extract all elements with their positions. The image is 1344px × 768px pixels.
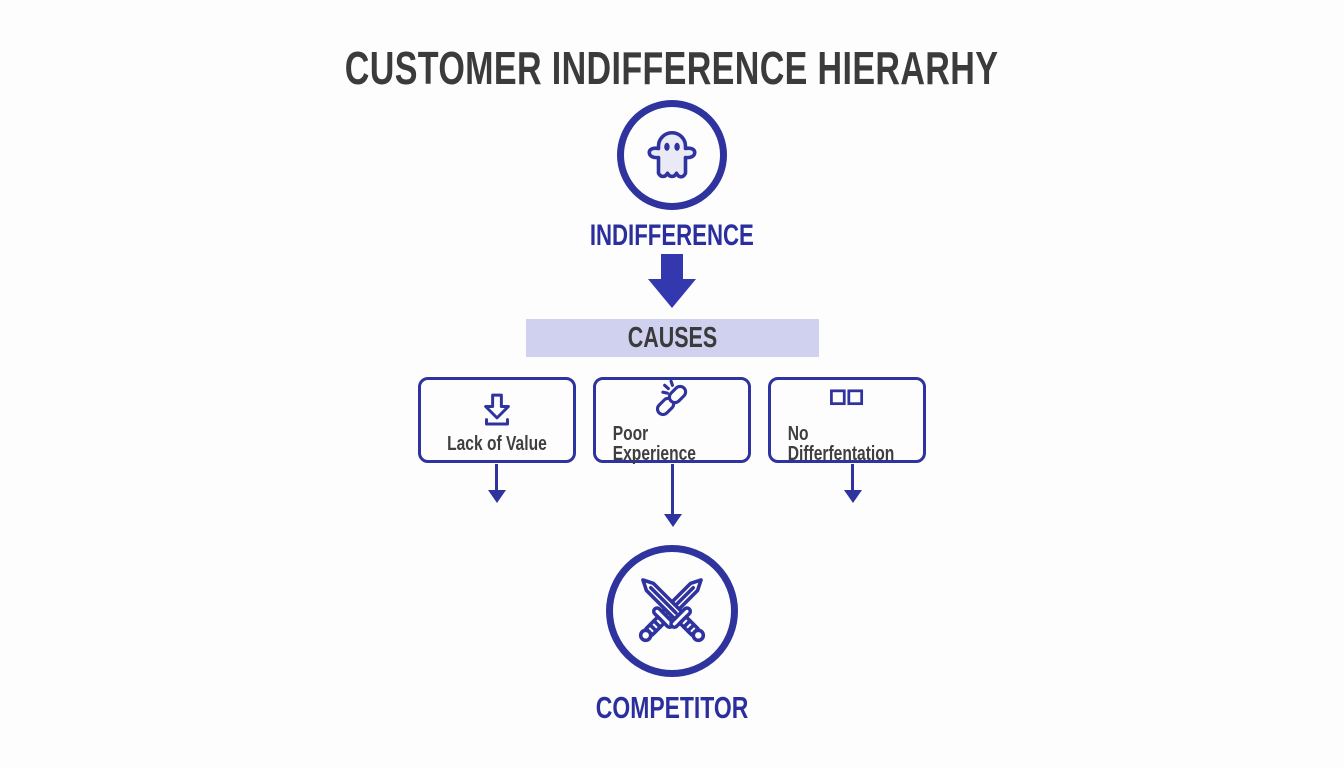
down-arrow-icon (646, 254, 698, 314)
page-title: CUSTOMER INDIFFERENCE HIERARHY (0, 45, 1344, 91)
ghost-icon (636, 117, 708, 194)
causes-banner-label: CAUSES (627, 321, 718, 354)
causes-row: Lack of Value Poor Experience No Differf… (0, 377, 1344, 465)
competitor-label: COMPETITOR (595, 690, 749, 725)
indifference-node (617, 100, 727, 210)
connector-arrow-middle (671, 464, 674, 514)
competitor-label-wrap: COMPETITOR (0, 692, 1344, 723)
cause-box-lack-of-value: Lack of Value (418, 377, 576, 463)
crossed-swords-icon (622, 559, 722, 664)
indifference-label: INDIFFERENCE (589, 219, 755, 252)
cause-box-no-differentiation: No Differfentation (768, 377, 926, 465)
broken-link-icon (650, 379, 694, 421)
connector-arrow-right (851, 464, 854, 490)
cause-label: No Differfentation (787, 422, 895, 465)
competitor-node (606, 545, 738, 677)
indifference-label-wrap: INDIFFERENCE (0, 221, 1344, 251)
two-squares-icon (825, 379, 869, 421)
download-arrow-icon (476, 389, 518, 431)
cause-box-poor-experience: Poor Experience (593, 377, 751, 465)
cause-label: Lack of Value (447, 432, 547, 455)
causes-banner: CAUSES (526, 319, 819, 357)
connector-arrow-left (495, 464, 498, 490)
page-title-text: CUSTOMER INDIFFERENCE HIERARHY (345, 42, 999, 94)
cause-label: Poor Experience (612, 422, 696, 465)
